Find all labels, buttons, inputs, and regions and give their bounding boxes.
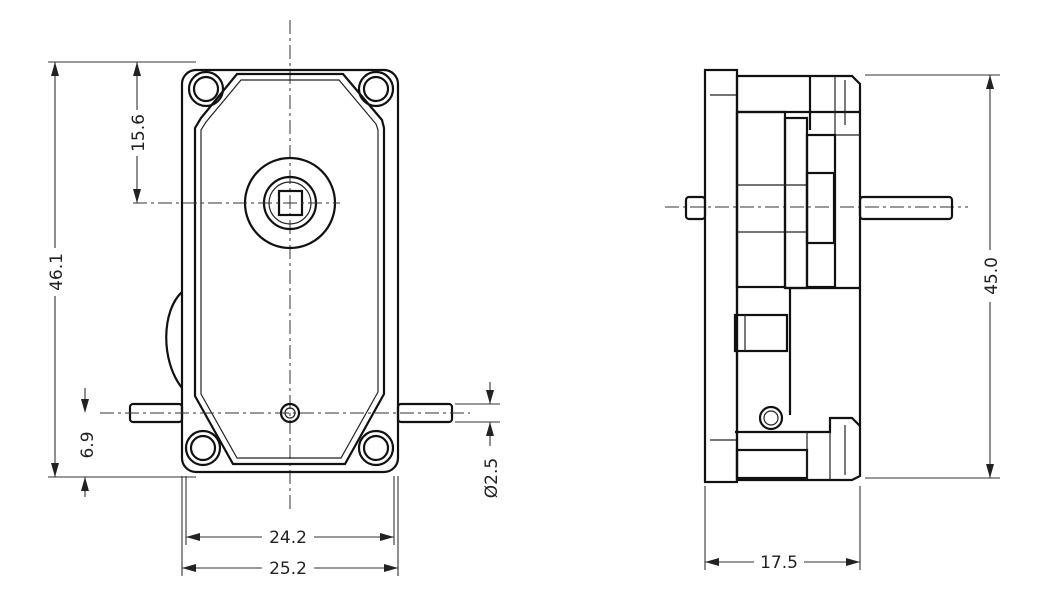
- side-body: [735, 74, 862, 482]
- corner-boss-bottom-right: [357, 429, 395, 467]
- side-bottom-rail: [735, 448, 809, 480]
- arrow: [182, 564, 196, 572]
- arrow: [81, 399, 89, 413]
- arrow: [51, 62, 59, 76]
- arrow: [380, 533, 394, 541]
- arrow: [986, 75, 994, 89]
- arrow: [384, 564, 398, 572]
- side-lower-feature: [733, 313, 789, 353]
- side-bottom-step: [735, 416, 861, 434]
- gear-block-right: [805, 133, 837, 289]
- arrow: [705, 558, 719, 566]
- dim-label-outer-width: 25.2: [269, 559, 307, 579]
- corner-hole-top-right: [362, 75, 390, 103]
- arrow: [133, 62, 141, 76]
- dim-label-overall-height: 46.1: [47, 253, 67, 291]
- arrow: [51, 463, 59, 477]
- side-rear-stub: [684, 195, 707, 221]
- arrow: [846, 558, 860, 566]
- housing-outer: [180, 68, 400, 474]
- housing-inner-edge: [200, 79, 379, 459]
- arrow: [133, 189, 141, 203]
- gear-hub: [805, 171, 836, 245]
- gear-block-left: [735, 110, 787, 289]
- corner-hole-bottom-left: [189, 434, 217, 462]
- gear-block-mid: [783, 116, 809, 290]
- corner-boss-top-left: [187, 70, 225, 108]
- corner-boss-top-right: [357, 70, 395, 108]
- arrow: [986, 464, 994, 478]
- motor-bulge: [165, 291, 183, 389]
- side-output-shaft: [858, 195, 954, 221]
- corner-boss-bottom-left: [184, 429, 222, 467]
- side-back-plate: [703, 68, 739, 484]
- corner-hole-top-left: [192, 75, 220, 103]
- arrow: [186, 533, 200, 541]
- side-pin-outer: [758, 405, 784, 431]
- side-view: 45.0 17.5: [665, 68, 1002, 573]
- dim-label-side-height: 45.0: [982, 257, 1002, 295]
- side-pin-inner: [763, 410, 779, 426]
- dim-label-pin-diameter: Ø2.5: [482, 458, 502, 498]
- corner-hole-bottom-right: [362, 434, 390, 462]
- arrow: [486, 422, 494, 436]
- front-view: 46.1 15.6 6.9 Ø2.5 24.2: [45, 20, 502, 579]
- arrow: [81, 477, 89, 491]
- dim-label-pin-offset: 6.9: [78, 431, 98, 458]
- dim-label-shaft-offset: 15.6: [129, 114, 149, 152]
- arrow: [486, 390, 494, 404]
- dim-label-side-depth: 17.5: [760, 553, 798, 573]
- dim-label-inner-width: 24.2: [269, 528, 307, 548]
